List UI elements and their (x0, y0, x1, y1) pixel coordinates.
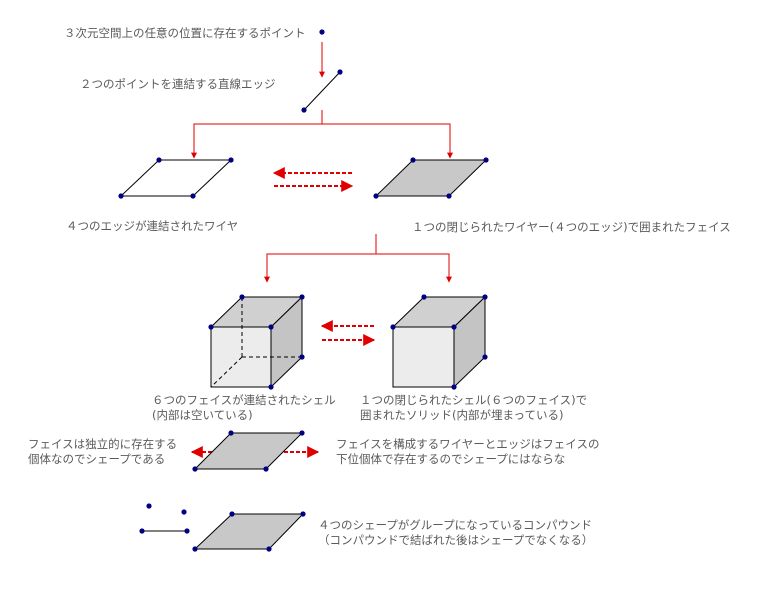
arrow-edge-branch (193, 123, 451, 157)
label-face: １つの閉じられたワイヤー(４つのエッジ)で囲まれたフェイス (412, 220, 731, 234)
wire-face-dashed-arrows (272, 167, 354, 192)
face-shape (373, 157, 489, 199)
shell-shape (208, 294, 305, 390)
label-point: ３次元空間上の任意の位置に存在するポイント (64, 26, 306, 40)
label-wire: ４つのエッジが連結されたワイヤ (66, 219, 239, 233)
label-solid: １つの閉じられたシェル(６つのフェイス)で 囲まれたソリッド(内部が埋まっている… (360, 393, 588, 422)
label-compound: ４つのシェープがグループになっているコンパウンド （コンパウンドで結ばれた後はシ… (318, 518, 594, 547)
solid-shape (390, 294, 488, 390)
wire-shape (118, 157, 234, 199)
flow-arrows (191, 42, 453, 283)
point-vertex (319, 29, 325, 35)
edge-shape (301, 69, 343, 113)
compound-shape (139, 503, 306, 552)
arrow-face-branch (266, 253, 450, 280)
label-shell: ６つのフェイスが連結されたシェル (内部は空いている) (152, 393, 336, 422)
label-face-is-shape: フェイスは独立的に存在する 個体なのでシェープである (28, 437, 178, 466)
lone-face-shape (192, 430, 305, 472)
shell-solid-dashed-arrows (320, 320, 376, 346)
label-edge: ２つのポイントを連結する直線エッジ (80, 77, 276, 91)
label-face-subentities: フェイスを構成するワイヤーとエッジはフェイスの 下位個体で存在するのでシェープに… (336, 437, 600, 466)
